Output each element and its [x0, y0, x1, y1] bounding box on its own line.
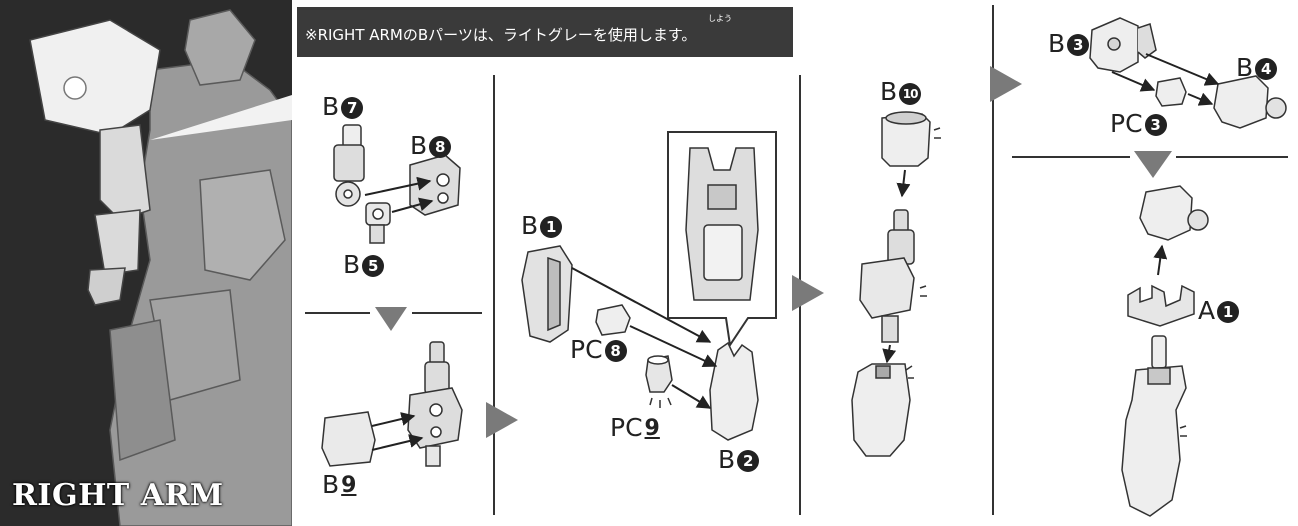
notice-text: ※RIGHT ARMのBパーツは、ライトグレーを使用します。 — [305, 26, 697, 44]
assembly-step2-shape — [407, 341, 463, 467]
robot-figure-illustration — [0, 0, 292, 526]
label-b9: B9 — [322, 470, 357, 499]
mid-assembly-shape — [859, 209, 915, 343]
part-b9-shape — [321, 411, 376, 467]
section-title: RIGHT ARM — [12, 478, 224, 513]
part-b1-shape — [521, 245, 573, 343]
notice-banner — [297, 7, 793, 57]
part-b5-shape — [365, 202, 391, 244]
part-b3-shape — [1089, 17, 1157, 73]
part-b10-shape — [881, 111, 931, 167]
shoulder-assembled-shape — [1139, 185, 1209, 241]
part-b2-shape — [709, 341, 759, 441]
assembly-diagram — [305, 5, 1288, 517]
part-pc9-shape — [645, 355, 673, 393]
part-a1-shape — [1127, 284, 1195, 327]
part-b4-shape — [1213, 75, 1287, 129]
part-pc3-shape — [1155, 77, 1187, 107]
notice-ruby-text: しよう — [708, 14, 732, 23]
label-pc9: PC9 — [610, 413, 660, 442]
part-b7-shape — [333, 124, 365, 207]
full-arm-shape — [1121, 335, 1187, 517]
part-pc8-shape — [595, 304, 631, 336]
lower-arm-shape — [851, 363, 911, 457]
robot-photo: RIGHT ARM — [0, 0, 292, 526]
zoom-callout-part — [685, 147, 759, 301]
